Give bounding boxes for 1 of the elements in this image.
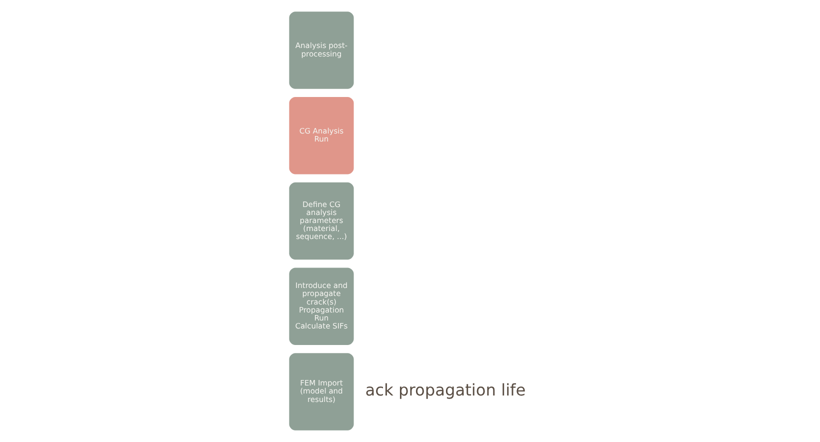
label: ack propagation life	[365, 380, 526, 400]
